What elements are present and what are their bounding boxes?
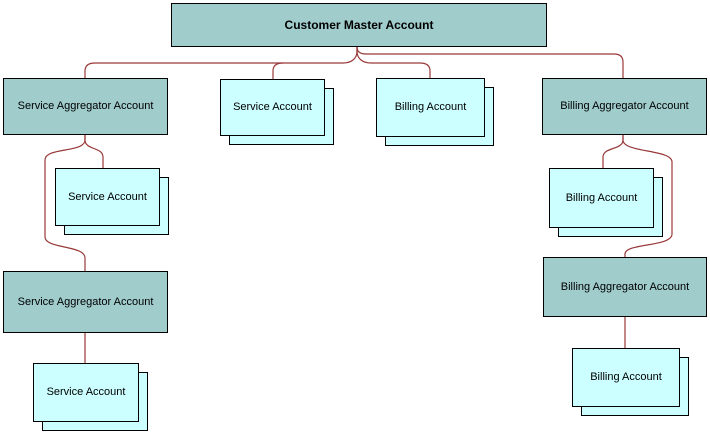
node-box: Service Aggregator Account bbox=[3, 271, 168, 333]
node-label: Billing Aggregator Account bbox=[560, 100, 689, 112]
node-service-account-3: Service Account bbox=[33, 363, 148, 431]
node-box: Billing Aggregator Account bbox=[543, 257, 707, 317]
node-label: Service Account bbox=[68, 190, 147, 203]
node-box: Service Aggregator Account bbox=[3, 78, 168, 135]
node-box: Billing Account bbox=[376, 78, 485, 137]
node-label: Billing Account bbox=[590, 371, 662, 383]
node-billing-account-1: Billing Account bbox=[376, 78, 494, 146]
node-box: Service Account bbox=[220, 79, 325, 136]
node-service-aggregator-account-1: Service Aggregator Account bbox=[3, 78, 168, 135]
node-service-aggregator-account-2: Service Aggregator Account bbox=[3, 271, 168, 333]
edge-master-to-billing-account-1 bbox=[356, 47, 431, 78]
edge-billing-aggregator-1-to-billing-aggregator-2 bbox=[622, 135, 673, 257]
node-billing-aggregator-account-2: Billing Aggregator Account bbox=[543, 257, 707, 317]
edge-service-aggregator-1-to-service-account-2 bbox=[84, 135, 104, 168]
node-label: Customer Master Account bbox=[284, 17, 434, 32]
node-box: Billing Aggregator Account bbox=[542, 78, 707, 135]
node-box: Service Account bbox=[55, 168, 160, 226]
node-box: Billing Account bbox=[572, 348, 680, 407]
edge-master-to-service-aggregator-1 bbox=[84, 47, 358, 78]
node-billing-aggregator-account-1: Billing Aggregator Account bbox=[542, 78, 707, 135]
edge-master-to-service-account-1 bbox=[272, 62, 284, 79]
node-service-account-1: Service Account bbox=[220, 79, 334, 145]
node-box: Customer Master Account bbox=[171, 3, 547, 47]
node-billing-account-2: Billing Account bbox=[549, 168, 663, 237]
node-box: Service Account bbox=[33, 363, 139, 422]
node-label: Billing Account bbox=[565, 191, 638, 204]
node-label: Service Account bbox=[233, 101, 312, 113]
edge-billing-aggregator-1-to-billing-account-2 bbox=[602, 135, 624, 168]
node-label: Billing Account bbox=[394, 101, 467, 113]
node-billing-account-3: Billing Account bbox=[572, 348, 689, 416]
node-label: Billing Aggregator Account bbox=[560, 280, 690, 293]
node-customer-master-account: Customer Master Account bbox=[171, 3, 547, 47]
node-label: Service Aggregator Account bbox=[17, 100, 154, 112]
edge-service-aggregator-1-to-service-aggregator-2 bbox=[44, 135, 86, 271]
edge-master-to-billing-aggregator-1 bbox=[356, 46, 624, 78]
node-box: Billing Account bbox=[549, 168, 654, 228]
node-label: Service Aggregator Account bbox=[17, 295, 154, 308]
node-service-account-2: Service Account bbox=[55, 168, 169, 235]
node-label: Service Account bbox=[46, 386, 126, 398]
